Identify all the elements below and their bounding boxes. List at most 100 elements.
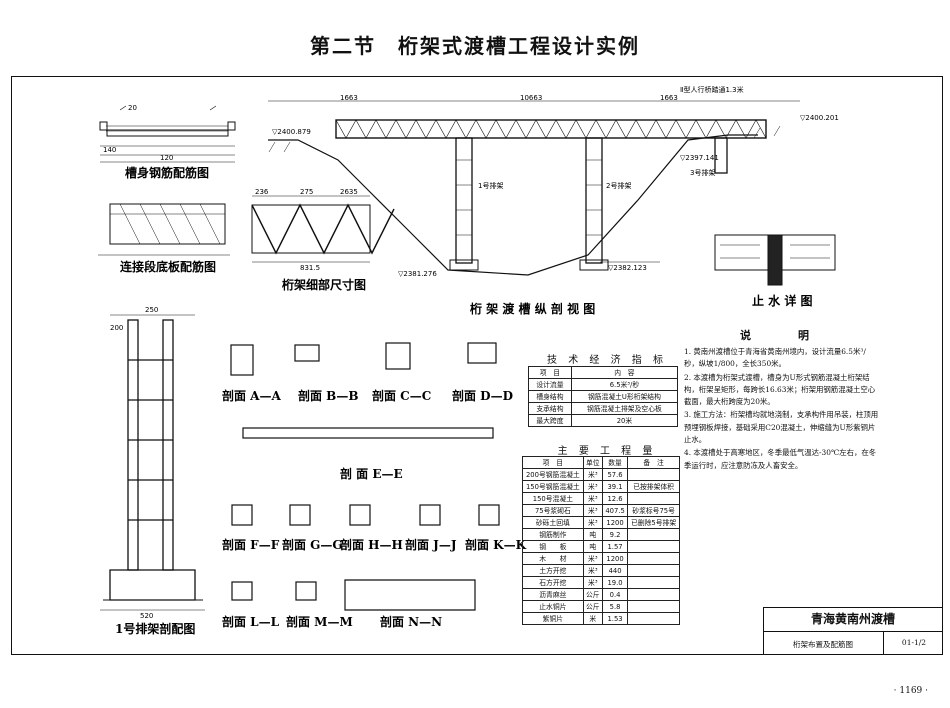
qty-cell: 钢筋制作 [522,528,584,541]
table-row: 支承结构钢筋混凝土排架及空心板 [528,402,679,415]
walkway-label: Ⅱ型人行桥踏通1.3米 [680,85,744,94]
caption-frame-no1: 1号排架剖配图 [115,621,195,636]
tech-header-cell: 内 容 [570,366,679,379]
elev-label-4: ▽2382.123 [608,264,647,272]
caption-connection-rebar: 连接段底板配筋图 [120,259,216,274]
caption-truss-detail: 桁架细部尺寸图 [282,277,366,292]
qty-cell: 米³ [582,468,603,481]
truss-dim-3: 2635 [340,188,358,196]
note-item: 1. 黄南州渡槽位于青海省黄南州境内，设计流量6.5米³/秒，纵坡1/800，全… [684,347,866,369]
elev-label-3: ▽2381.276 [398,270,437,278]
tech-cell: 钢筋混凝土U形桁架结构 [570,390,679,403]
qty-cell: 木 材 [522,552,584,565]
qty-cell: 米 [582,612,603,625]
qty-cell: 吨 [582,540,603,553]
section-shapes [230,342,500,611]
qty-cell [627,552,680,565]
qty-cell: 1.57 [601,540,629,553]
qty-cell: 150号混凝土 [522,492,584,505]
qty-cell: 米³ [582,504,603,517]
qty-cell [627,564,680,577]
qty-cell: 1.53 [601,612,629,625]
section-f: 剖面 F—F [222,537,280,552]
qty-cell: 钢 板 [522,540,584,553]
qty-cell: 39.1 [601,480,629,493]
note-item: 2. 本渡槽为桁架式渡槽，槽身为U形式钢筋混凝土桁架结构，桁架呈矩形，每跨长16… [684,372,876,407]
qty-cell: 12.6 [601,492,629,505]
frame-no1-drawing [100,314,205,611]
dim-label-a: 1663 [340,94,358,102]
qty-cell [627,600,680,613]
dim-label-total: 10663 [520,94,542,102]
note-item: 3. 施工方法：桁架槽均就地浇制，支承构件用吊装，柱顶用预埋钢板焊接，基础采用C… [684,410,879,445]
qty-header-cell: 单位 [582,456,603,469]
qty-cell: 200号钢筋混凝土 [522,468,584,481]
qty-cell: 土方开挖 [522,564,584,577]
truss-dim-4: 831.5 [300,264,320,272]
dim-label-b: 1663 [660,94,678,102]
table-row: 槽身结构钢筋混凝土U形桁架结构 [528,390,679,403]
drawing-frame [11,76,943,655]
qty-cell: 砂浆标号75号 [627,504,680,517]
section-a: 剖面 A—A [222,388,281,403]
elev-label-2: ▽2400.201 [800,114,839,122]
qty-cell: 米³ [582,492,603,505]
frame-dim-2: 520 [140,612,153,620]
qty-cell: 1200 [601,552,629,565]
qty-cell: 沥青麻丝 [522,588,584,601]
qty-cell: 19.0 [601,576,629,589]
tech-cell: 6.5米³/秒 [570,378,679,391]
qty-cell: 440 [601,564,629,577]
note-item: 4. 本渡槽处于高寒地区，冬季最低气温达-30℃左右，在冬季运行时，应注意防冻及… [684,448,877,470]
frame2-label: 2号排架 [606,181,631,190]
qty-cell [627,612,680,625]
page-number: · 1169 · [893,686,928,696]
tech-cell: 槽身结构 [528,390,572,403]
qty-cell: 已按排架体积 [627,480,680,493]
frame-dim-3: 200 [110,324,123,332]
qty-header-cell: 数量 [601,456,629,469]
qty-cell: 石方开挖 [522,576,584,589]
tech-cell: 钢筋混凝土排架及空心板 [570,402,679,415]
tech-cell: 最大跨度 [528,414,572,427]
tech-header-row: 项 目 内 容 [528,366,679,379]
qty-cell: 公斤 [582,600,603,613]
elev-label-5: ▽2397.141 [680,154,719,162]
frame-dim-1: 250 [145,306,158,314]
section-h: 剖面 H—H [340,537,403,552]
trough-dim-1: 140 [103,146,116,154]
caption-waterstop: 止 水 详 图 [752,293,813,308]
section-k: 剖面 K—K [465,537,527,552]
qty-cell [627,588,680,601]
title-block-code: 01-1/2 [883,632,944,654]
qty-cell: 5.8 [601,600,629,613]
qty-header-row: 项 目 单位 数量 备 注 [522,456,680,469]
section-m: 剖面 M—M [286,614,353,629]
qty-header-cell: 备 注 [627,456,680,469]
tech-cell: 20米 [570,414,679,427]
section-n: 剖面 N—N [380,614,442,629]
qty-cell [627,576,680,589]
waterstop-drawing [714,234,836,286]
trough-rebar-drawing [99,105,236,163]
truss-dim-1: 236 [255,188,269,196]
connection-rebar-drawing [98,203,230,256]
section-l: 剖面 L—L [222,614,280,629]
trough-dim-2: 120 [160,154,173,162]
frame1-label: 1号排架 [478,181,503,190]
qty-cell: 米³ [582,576,603,589]
